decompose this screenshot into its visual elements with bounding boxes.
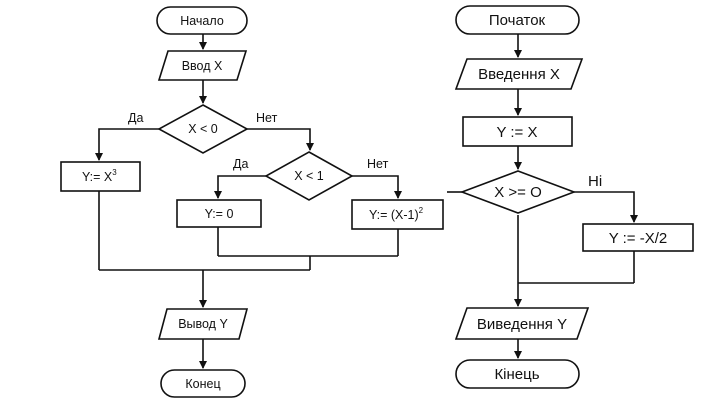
start-label-right: Початок [489,12,546,29]
decision-2-yes-label: Да [233,157,248,171]
assign-square-base: Y:= (X-1) [369,208,419,222]
end-terminator-right [455,359,580,389]
end-label: Конец [185,377,220,391]
assign-box-right [462,116,573,147]
decision-no-label-right: Ні [588,173,602,190]
input-parallelogram-right [454,58,584,90]
assign-cube-exponent: 3 [112,168,117,177]
decision-label-right: X >= O [494,184,542,201]
decision-2-diamond [264,151,354,201]
input-label-right: Введення X [478,66,560,83]
assign-square-exponent: 2 [419,206,424,215]
end-terminator [160,369,246,398]
assign-zero-label: Y:= 0 [205,207,234,221]
left-connectors [95,34,402,369]
decision-2-no-label: Нет [367,157,389,171]
output-parallelogram-right [454,307,590,340]
assign-cube-box [60,161,141,192]
output-label-right: Виведення Y [477,316,567,333]
assign-square-box [351,199,444,230]
start-terminator [156,6,248,35]
decision-1-yes-label: Да [128,111,143,125]
right-connectors [447,34,638,359]
decision-1-diamond [157,104,249,154]
start-terminator-right [455,5,580,35]
right-flowchart: Початок Введення X Y := X X >= O Ні Y :=… [447,5,694,389]
input-parallelogram [157,50,248,81]
assign-half-box-right [582,223,694,252]
end-label-right: Кінець [494,366,539,383]
decision-2-label: X < 1 [294,169,324,183]
decision-diamond-right [459,170,577,214]
decision-1-no-label: Нет [256,111,278,125]
decision-1-label: X < 0 [188,122,218,136]
assign-cube-base: Y:= X [82,170,113,184]
assign-zero-box [176,199,262,228]
input-label: Ввод X [182,59,223,73]
output-label: Вывод Y [178,317,228,331]
assign-half-label-right: Y := -X/2 [609,230,668,247]
assign-cube-label: Y:= X3 [82,168,117,184]
output-parallelogram [157,308,249,340]
assign-label-right: Y := X [496,124,537,141]
start-label: Начало [180,14,224,28]
assign-square-label: Y:= (X-1)2 [369,206,424,222]
left-flowchart: Начало Ввод X X < 0 Да Нет Y:= X3 X < 1 … [60,6,444,398]
